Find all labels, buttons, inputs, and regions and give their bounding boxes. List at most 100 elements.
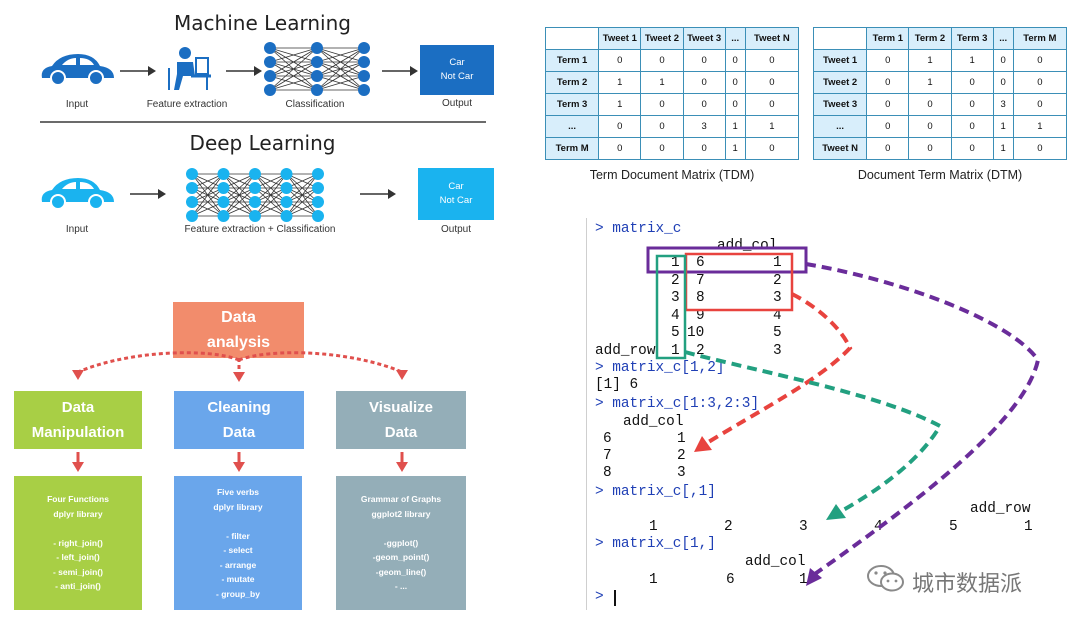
table-cell: 0 bbox=[640, 49, 684, 72]
ml-output-label: Output bbox=[441, 98, 473, 109]
table-header-cell: Term 3 bbox=[950, 27, 994, 50]
table-cell: Term 3 bbox=[544, 93, 600, 116]
cleaning-data-line2: Data bbox=[222, 424, 256, 441]
text-cursor bbox=[614, 590, 616, 606]
table-cell: 1 bbox=[598, 71, 642, 94]
table-cell: 0 bbox=[950, 115, 994, 138]
table-cell: 0 bbox=[724, 71, 746, 94]
dl-output-notcar: Not Car bbox=[439, 195, 473, 206]
console-cell: 7 bbox=[696, 272, 705, 289]
table-cell: 0 bbox=[908, 93, 952, 116]
arrow-right-icon bbox=[360, 189, 396, 199]
dl-output-label: Output bbox=[440, 224, 472, 235]
table-cell: 1 bbox=[908, 71, 952, 94]
table-cell: 0 bbox=[682, 49, 726, 72]
console-cell: 1 bbox=[649, 572, 658, 588]
console-command: > matrix_c[1,2] bbox=[595, 360, 725, 376]
console-cell: 8 bbox=[696, 290, 705, 307]
table-cell: 3 bbox=[682, 115, 726, 138]
table-header-cell: Term M bbox=[1012, 27, 1068, 50]
ml-classification-label: Classification bbox=[285, 99, 345, 110]
table-cell: Term 2 bbox=[544, 71, 600, 94]
console-cell: 3 bbox=[677, 465, 686, 482]
console-cell: 6 bbox=[726, 572, 735, 588]
desc-line: - mutate bbox=[221, 574, 255, 584]
desc-line: -geom_point() bbox=[372, 552, 430, 563]
table-cell: 1 bbox=[724, 115, 746, 138]
console-cell: 5 bbox=[773, 325, 782, 342]
table-cell: 1 bbox=[640, 71, 684, 94]
console-cell: 9 bbox=[696, 307, 705, 324]
console-cell: 4 bbox=[671, 307, 680, 324]
table-header-cell: Tweet N bbox=[744, 27, 800, 50]
console-output: [1] 6 bbox=[595, 377, 639, 393]
neural-network-icon bbox=[186, 168, 324, 222]
table-header-cell: ... bbox=[724, 27, 746, 50]
table-cell: 0 bbox=[640, 115, 684, 138]
desc-line bbox=[47, 521, 109, 536]
console-cell: 5 bbox=[949, 519, 958, 535]
desc-line: - anti_join() bbox=[55, 581, 101, 592]
table-header-cell bbox=[812, 27, 868, 50]
table-cell: 1 bbox=[950, 49, 994, 72]
table-header-cell bbox=[544, 27, 600, 50]
table-cell: 1 bbox=[598, 93, 642, 116]
table-header-cell: Term 2 bbox=[908, 27, 952, 50]
table-cell: 0 bbox=[744, 93, 800, 116]
console-prompt[interactable]: > bbox=[595, 589, 613, 605]
console-cell: 1 bbox=[677, 431, 686, 447]
table-cell: Tweet 3 bbox=[812, 93, 868, 116]
console-cell: 4 bbox=[773, 307, 782, 324]
table-cell: 0 bbox=[1012, 49, 1068, 72]
table-cell: 0 bbox=[640, 93, 684, 116]
arrow-right-icon bbox=[226, 66, 262, 76]
console-cell: 3 bbox=[671, 290, 680, 307]
console-row-name: add_row bbox=[970, 501, 1031, 517]
console-col-header: add_col bbox=[745, 554, 806, 570]
console-col-header: add_col bbox=[623, 414, 684, 430]
table-cell: 0 bbox=[866, 137, 910, 160]
console-cell: 1 bbox=[671, 255, 680, 271]
table-cell: Tweet 1 bbox=[812, 49, 868, 72]
data-manipulation-line1: Data bbox=[61, 399, 95, 416]
table-cell: 0 bbox=[744, 137, 800, 160]
table-header-cell: Tweet 1 bbox=[598, 27, 642, 50]
table-cell: 0 bbox=[682, 137, 726, 160]
table-cell: ... bbox=[544, 115, 600, 138]
desc-line: - arrange bbox=[219, 559, 257, 570]
desc-line: dplyr library bbox=[213, 501, 263, 512]
table-cell: 1 bbox=[992, 137, 1014, 160]
table-cell: Tweet 2 bbox=[812, 71, 868, 94]
table-cell: 0 bbox=[598, 49, 642, 72]
table-header-cell: ... bbox=[992, 27, 1014, 50]
desc-line: Grammar of Graphs bbox=[360, 494, 442, 505]
dtm-caption: Document Term Matrix (DTM) bbox=[857, 168, 1023, 182]
console-cell: 2 bbox=[696, 343, 705, 359]
console-cell: 10 bbox=[687, 325, 705, 342]
desc-line: - select bbox=[223, 545, 253, 555]
table-cell: 0 bbox=[866, 93, 910, 116]
arrow-right-icon bbox=[120, 66, 156, 76]
console-command: > matrix_c[1:3,2:3] bbox=[595, 396, 760, 412]
console-cell: 3 bbox=[773, 290, 782, 307]
desc-line: Four Functions bbox=[47, 494, 109, 505]
desc-line: -geom_line() bbox=[375, 566, 427, 577]
